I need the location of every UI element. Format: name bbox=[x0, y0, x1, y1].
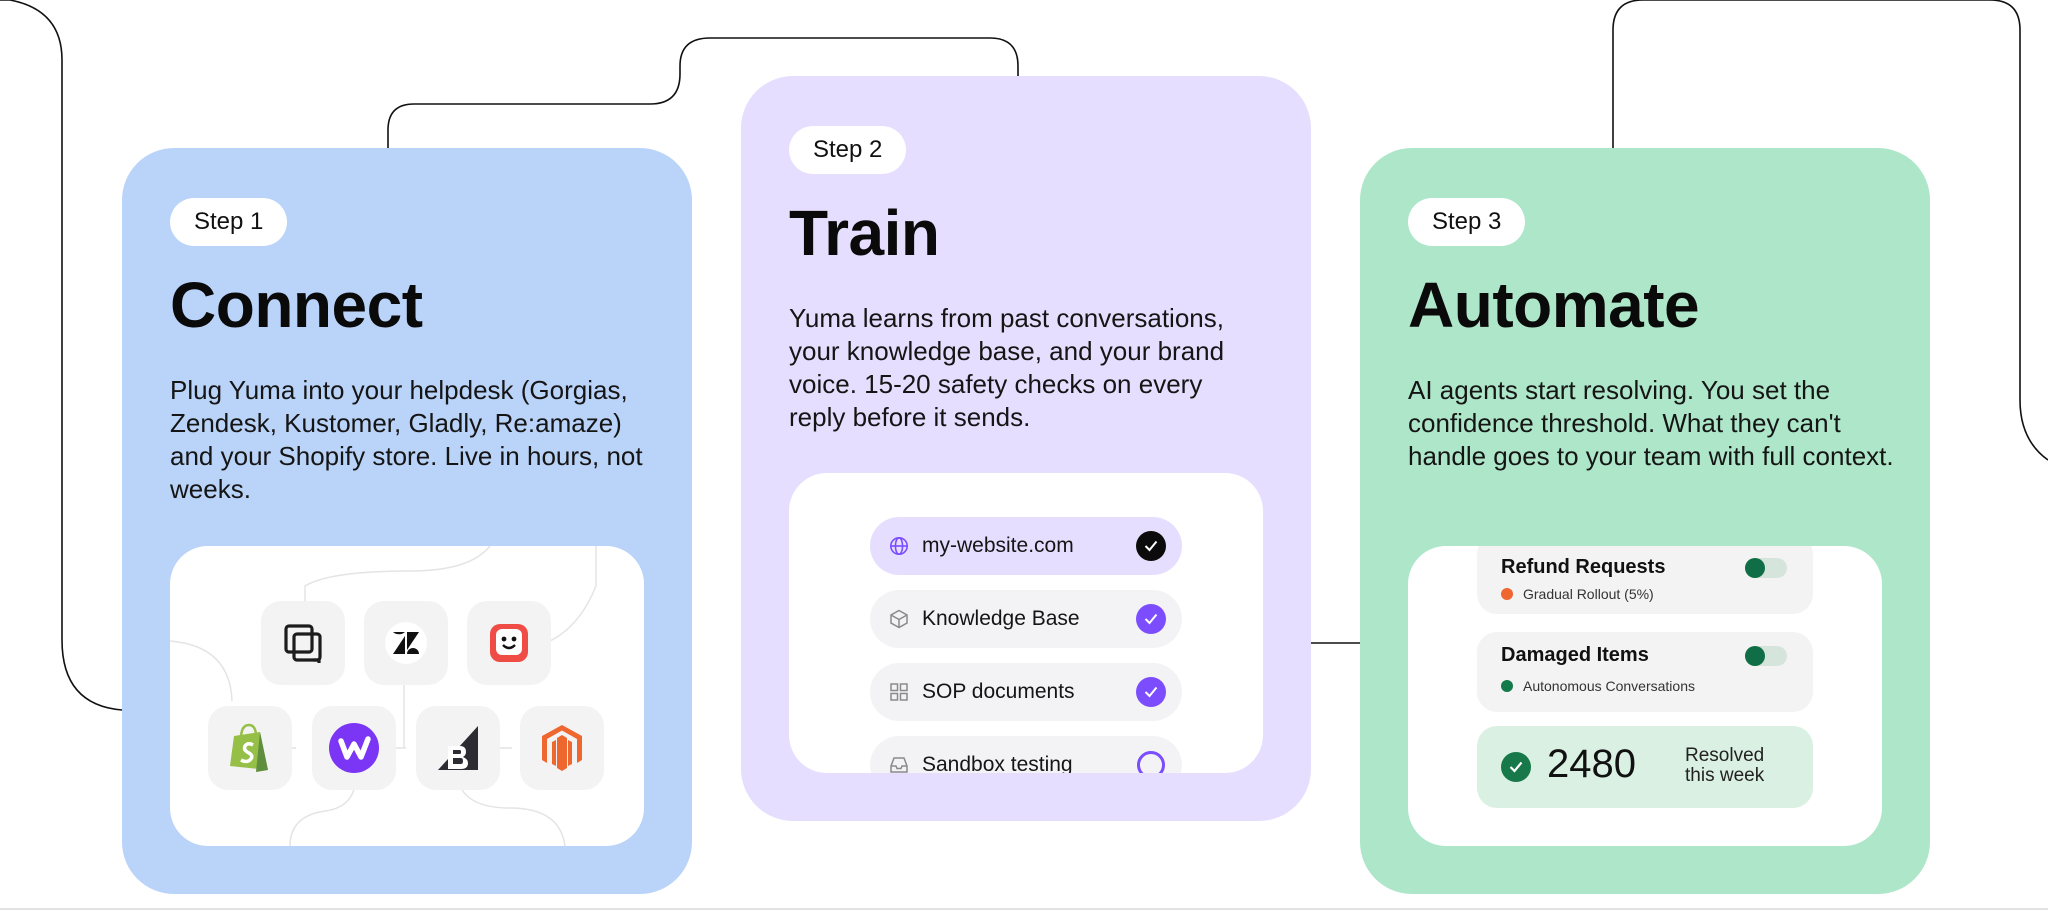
step-1-card: Step 1 Connect Plug Yuma into your helpd… bbox=[122, 148, 692, 894]
source-sop-documents[interactable]: SOP documents bbox=[870, 663, 1182, 721]
magento-icon bbox=[520, 706, 604, 790]
step-title: Automate bbox=[1408, 269, 1700, 341]
rule-name: Damaged Items bbox=[1501, 644, 1649, 666]
resolved-stat: 2480 Resolved this week bbox=[1477, 726, 1813, 808]
status-dot-icon bbox=[1501, 588, 1513, 600]
webflow-icon bbox=[312, 706, 396, 790]
step-badge: Step 2 bbox=[789, 126, 907, 174]
zendesk-icon bbox=[364, 601, 448, 685]
rule-name: Refund Requests bbox=[1501, 556, 1666, 578]
step-badge: Step 1 bbox=[170, 198, 288, 246]
automation-rules-panel: Refund Requests Gradual Rollout (5%) Dam… bbox=[1408, 546, 1882, 846]
status-dot-icon bbox=[1501, 680, 1513, 692]
loading-spinner-icon bbox=[1136, 750, 1166, 773]
integrations-panel bbox=[170, 546, 644, 846]
gorgias-icon bbox=[261, 601, 345, 685]
step-description: Yuma learns from past conversations, you… bbox=[789, 303, 1225, 432]
step-description: Plug Yuma into your helpdesk (Gorgias, Z… bbox=[170, 375, 643, 504]
integration-network-lines bbox=[170, 546, 597, 846]
rule-status-label: Autonomous Conversations bbox=[1523, 678, 1695, 694]
rule-damaged-items[interactable]: Damaged Items Autonomous Conversations bbox=[1477, 632, 1813, 712]
resolved-count: 2480 bbox=[1547, 742, 1636, 786]
source-sandbox-testing[interactable]: Sandbox testing bbox=[870, 736, 1182, 773]
cube-icon bbox=[888, 608, 910, 630]
check-circle-icon bbox=[1501, 752, 1531, 782]
shopify-icon bbox=[208, 706, 292, 790]
checkmark-icon bbox=[1136, 531, 1166, 561]
inbox-icon bbox=[888, 754, 910, 773]
globe-icon bbox=[888, 535, 910, 557]
kustomer-icon bbox=[467, 601, 551, 685]
step-title: Connect bbox=[170, 269, 423, 341]
step-2-card: Step 2 Train Yuma learns from past conve… bbox=[741, 76, 1311, 821]
source-label: Sandbox testing bbox=[922, 753, 1073, 773]
checkmark-icon bbox=[1136, 677, 1166, 707]
rule-status: Autonomous Conversations bbox=[1501, 678, 1695, 694]
training-sources-panel: my-website.com Knowledge Base SOP docume… bbox=[789, 473, 1263, 773]
bigcommerce-icon bbox=[416, 706, 500, 790]
source-my-website[interactable]: my-website.com bbox=[870, 517, 1182, 575]
rule-toggle[interactable] bbox=[1745, 646, 1787, 666]
source-label: SOP documents bbox=[922, 680, 1075, 703]
checkmark-icon bbox=[1136, 604, 1166, 634]
source-knowledge-base[interactable]: Knowledge Base bbox=[870, 590, 1182, 648]
step-title: Train bbox=[789, 197, 940, 269]
source-label: Knowledge Base bbox=[922, 607, 1080, 630]
source-label: my-website.com bbox=[922, 534, 1074, 557]
rule-toggle[interactable] bbox=[1745, 558, 1787, 578]
step-badge: Step 3 bbox=[1408, 198, 1526, 246]
rule-refund-requests[interactable]: Refund Requests Gradual Rollout (5%) bbox=[1477, 546, 1813, 614]
rule-status-label: Gradual Rollout (5%) bbox=[1523, 586, 1654, 602]
step-description: AI agents start resolving. You set the c… bbox=[1408, 375, 1894, 471]
rule-status: Gradual Rollout (5%) bbox=[1501, 586, 1654, 602]
grid-icon bbox=[888, 681, 910, 703]
step-3-card: Step 3 Automate AI agents start resolvin… bbox=[1360, 148, 1930, 894]
resolved-label: Resolved this week bbox=[1685, 745, 1765, 786]
